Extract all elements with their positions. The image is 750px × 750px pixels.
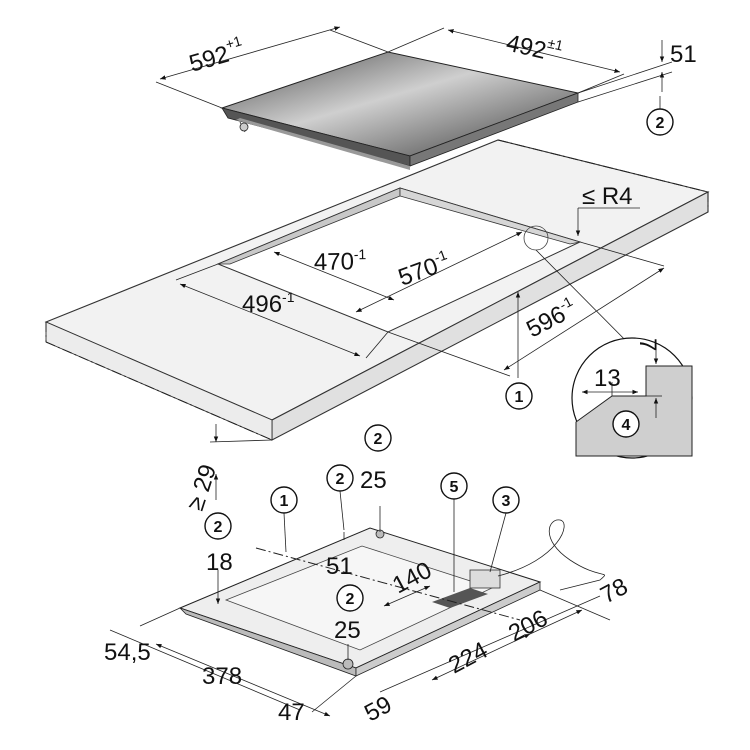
dim-hob-depth: 492±1 xyxy=(504,26,565,69)
callout-1-bottom: 1 xyxy=(270,486,298,553)
svg-text:2: 2 xyxy=(214,519,223,536)
dim-worktop-min: ≥ 29 xyxy=(182,461,222,514)
dim-outer-width: 596-1 xyxy=(521,293,581,343)
dim-bottom-47: 47 xyxy=(278,699,305,726)
rebate-detail xyxy=(571,337,693,459)
dim-bottom-25-a: 25 xyxy=(360,467,387,494)
dim-bottom-206: 206 xyxy=(504,605,552,648)
dim-bottom-224: 224 xyxy=(444,637,492,680)
svg-text:2: 2 xyxy=(336,471,345,488)
dim-bottom-545: 54,5 xyxy=(104,639,151,666)
callout-2-a: 2 xyxy=(364,424,392,452)
dim-bottom-378: 378 xyxy=(202,663,242,690)
callout-5: 5 xyxy=(440,472,468,592)
dim-radius: ≤ R4 xyxy=(582,183,633,210)
dim-bottom-18: 18 xyxy=(206,549,233,576)
cutout-dimension-lines xyxy=(175,207,665,378)
dim-outer-depth: 496-1 xyxy=(242,289,295,318)
svg-text:2: 2 xyxy=(656,115,665,132)
callout-2-center: 2 xyxy=(336,584,364,612)
svg-text:3: 3 xyxy=(502,493,511,510)
worktop-thickness-dim xyxy=(209,424,273,500)
callout-1-top: 1 xyxy=(505,382,533,410)
dim-rebate-width: 13 xyxy=(594,365,621,392)
dim-cutout-depth: 470-1 xyxy=(314,246,367,276)
dim-hob-height: 51 xyxy=(670,41,697,68)
svg-text:2: 2 xyxy=(374,431,383,448)
svg-text:4: 4 xyxy=(622,417,631,434)
callout-2-b: 2 xyxy=(326,464,354,531)
hob-bottom-view xyxy=(178,519,605,677)
hob-dimension-lines xyxy=(155,26,673,109)
svg-text:2: 2 xyxy=(346,591,355,608)
callout-4-detail: 4 xyxy=(612,410,640,438)
svg-text:1: 1 xyxy=(280,493,289,510)
svg-text:1: 1 xyxy=(515,389,524,406)
callout-2-left: 2 xyxy=(204,512,232,540)
dim-bottom-59: 59 xyxy=(360,691,396,727)
dim-hob-width: 592+1 xyxy=(185,32,248,77)
callout-3: 3 xyxy=(489,486,520,573)
svg-text:5: 5 xyxy=(450,479,459,496)
dim-rebate-depth: 7 xyxy=(634,338,661,351)
dim-bottom-25-b: 25 xyxy=(334,617,361,644)
dim-bottom-51: 51 xyxy=(326,553,353,580)
bottom-dimension-lines xyxy=(109,506,611,717)
callout-2-top: 2 xyxy=(646,96,674,136)
